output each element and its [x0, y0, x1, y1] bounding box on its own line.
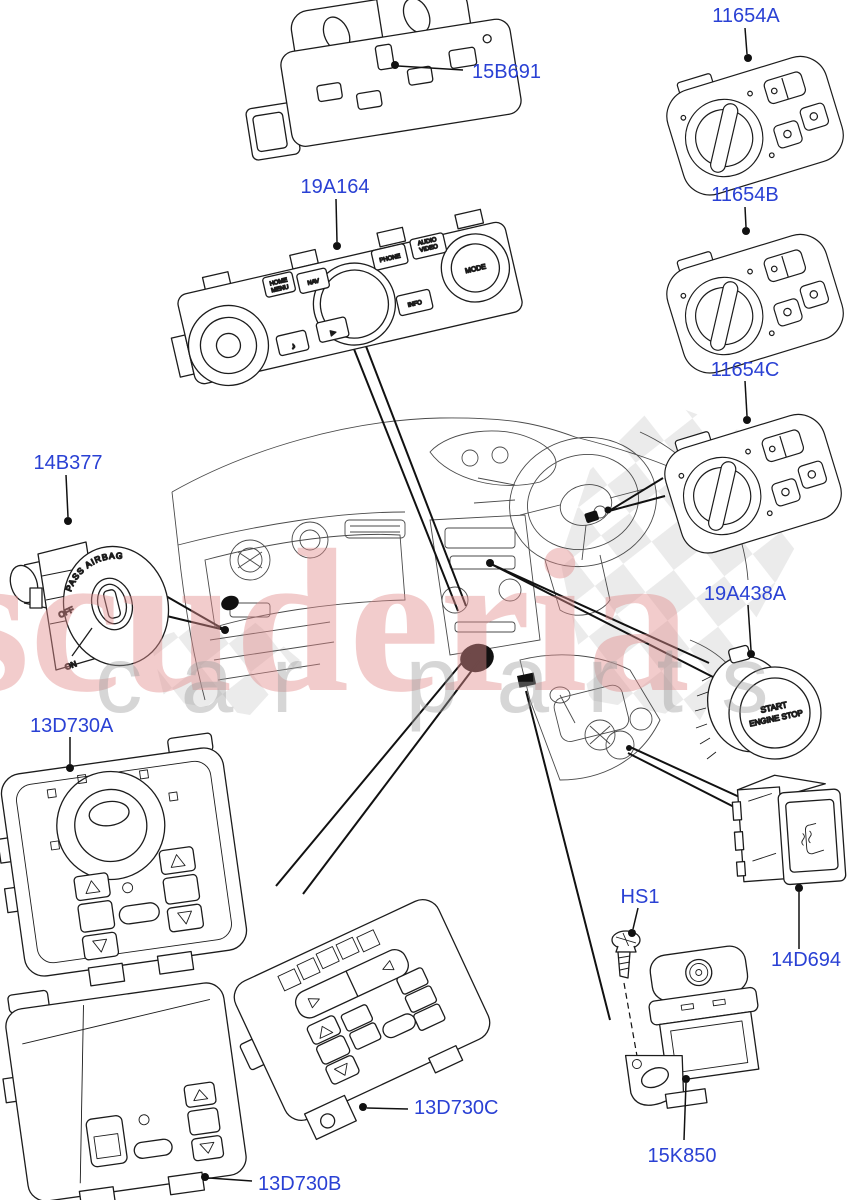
part-label-19a164[interactable]: 19A164	[301, 176, 370, 198]
btn-nav-label: NAV	[307, 278, 320, 287]
drawing-hs1-screw	[611, 930, 641, 1057]
btn-phone-label: PHONE	[379, 254, 401, 265]
leader-14b377	[64, 474, 72, 525]
pointer-19a438a	[486, 559, 714, 678]
drawing-19a164-control-panel: HOME MENU NAV PHONE AUDIO VIDEO INFO MOD…	[170, 208, 523, 387]
drawing-15b691-switch-module	[245, 0, 522, 161]
label-leaders	[64, 27, 803, 1182]
leader-hs1	[628, 907, 639, 937]
drawing-13d730c-switch-panel	[233, 899, 491, 1141]
watermark-car-parts: car parts	[95, 627, 807, 733]
drawing-11654b-headlamp-switch	[656, 218, 851, 381]
pointer-15k850	[525, 690, 611, 1021]
part-label-13d730b[interactable]: 13D730B	[258, 1173, 341, 1195]
part-label-11654a[interactable]: 11654A	[712, 5, 780, 27]
part-label-11654c[interactable]: 11654C	[711, 359, 780, 381]
drawing-14b377-airbag-switch: PASS AIRBAG OFF ON	[9, 541, 170, 673]
part-label-19a438a[interactable]: 19A438A	[704, 583, 787, 605]
drawing-15k850-hazard-switch	[624, 945, 760, 1109]
part-label-11654b[interactable]: 11654B	[711, 184, 778, 206]
leader-14d694	[795, 884, 803, 949]
pointer-14d694	[626, 745, 747, 813]
leader-15b691	[391, 61, 464, 71]
drawing-19a438a-start-button: START ENGINE STOP	[694, 644, 822, 760]
part-label-14b377[interactable]: 14B377	[34, 452, 103, 474]
btn-audio-label: AUDIO	[417, 237, 437, 247]
drawing-13d730b-switch-panel	[2, 982, 247, 1200]
leader-13d730c	[359, 1103, 409, 1111]
leader-13d730a	[66, 737, 74, 772]
leader-19a164	[333, 198, 341, 250]
leader-11654a	[744, 27, 752, 62]
part-label-15k850[interactable]: 15K850	[648, 1145, 717, 1167]
part-label-14d694[interactable]: 14D694	[771, 949, 841, 971]
pointer-lines	[149, 340, 747, 1021]
btn-info-label: INFO	[407, 300, 423, 309]
drawing-13d730a-terrain-panel	[0, 732, 248, 987]
pointer-13d730c	[275, 652, 480, 895]
btn-menu-label: MENU	[271, 284, 290, 294]
drawing-14d694-heated-seat-switch	[731, 774, 847, 886]
btn-home-label: HOME	[269, 278, 288, 288]
play-icon: ▶	[330, 329, 337, 337]
drawing-11654a-headlamp-switch	[656, 40, 851, 203]
music-note-icon: ♪	[290, 341, 297, 352]
leader-11654c	[743, 380, 751, 424]
leader-15k850	[682, 1075, 690, 1141]
part-label-hs1[interactable]: HS1	[621, 886, 660, 908]
pointer-11654c	[604, 477, 666, 514]
part-label-15b691[interactable]: 15B691	[472, 61, 541, 83]
leader-13d730b	[201, 1173, 253, 1182]
leader-11654b	[742, 206, 750, 235]
btn-video-label: VIDEO	[419, 244, 439, 254]
part-label-13d730c[interactable]: 13D730C	[414, 1097, 499, 1119]
leader-19a438a	[747, 604, 755, 658]
pointer-19a164	[351, 340, 467, 612]
part-labels: 15B691 19A164 11654A 11654B 11654C 14B37…	[30, 5, 841, 1195]
watermark: scuderia car parts	[0, 508, 807, 735]
watermark-scuderia: scuderia	[0, 508, 690, 735]
part-label-13d730a[interactable]: 13D730A	[30, 715, 114, 737]
